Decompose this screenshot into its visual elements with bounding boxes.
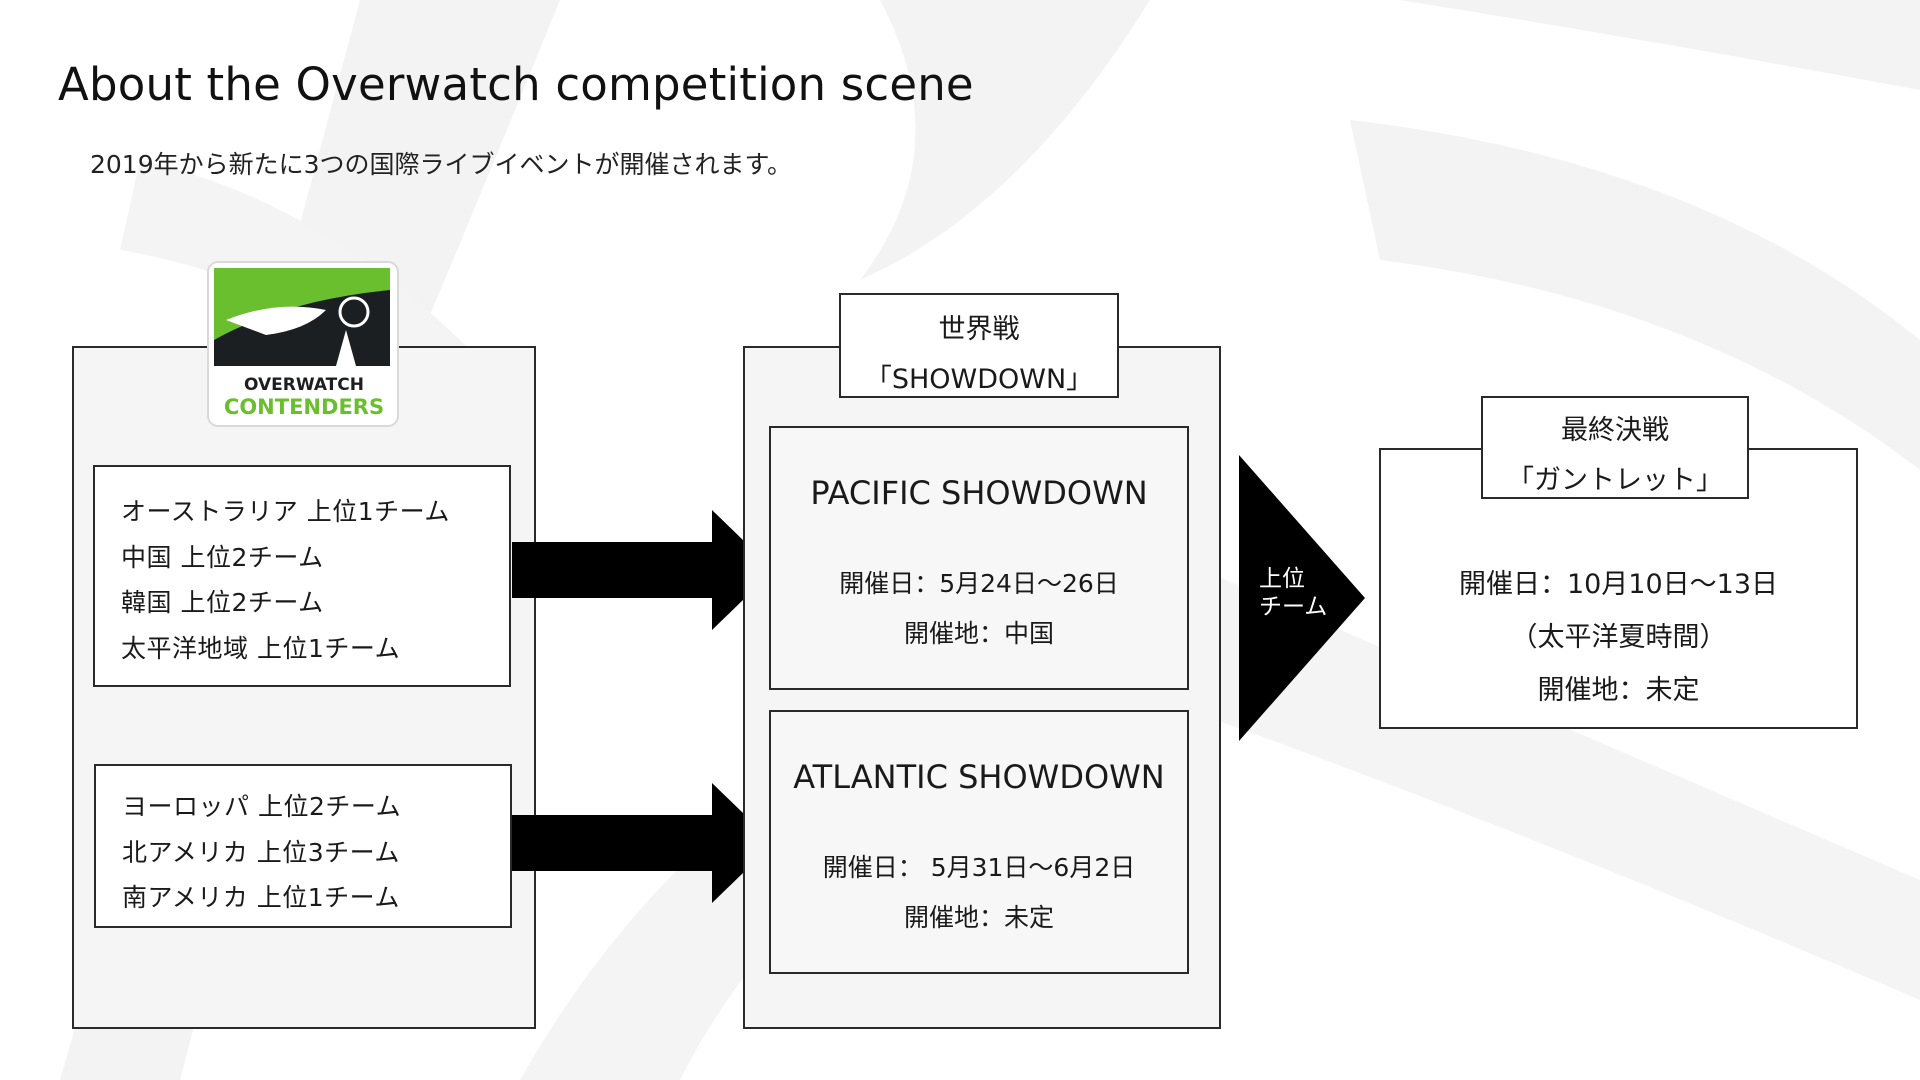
- region-list-b: ヨーロッパ 上位2チーム 北アメリカ 上位3チーム 南アメリカ 上位1チーム: [122, 784, 510, 921]
- list-item: ヨーロッパ 上位2チーム: [122, 792, 402, 821]
- showdown-header: 世界戦 「SHOWDOWN」: [839, 293, 1119, 398]
- list-item: 太平洋地域 上位1チーム: [121, 633, 401, 663]
- gauntlet-date: 開催日：10月10日～13日: [1458, 569, 1779, 600]
- arrow-right-icon: [512, 510, 774, 630]
- list-item: 中国 上位2チーム: [121, 542, 324, 572]
- atlantic-showdown-title: ATLANTIC SHOWDOWN: [793, 758, 1165, 796]
- atlantic-showdown-card: ATLANTIC SHOWDOWN 開催日： 5月31日～6月2日 開催地：未定: [769, 710, 1189, 974]
- logo-line2: CONTENDERS: [224, 395, 384, 419]
- list-item: 南アメリカ 上位1チーム: [122, 883, 400, 912]
- list-item: 韓国 上位2チーム: [121, 588, 324, 617]
- pacific-showdown-title: PACIFIC SHOWDOWN: [810, 474, 1148, 512]
- contenders-logo: OVERWATCH CONTENDERS: [206, 260, 402, 430]
- advance-label: 上位 チーム: [1259, 565, 1327, 621]
- gauntlet-header: 最終決戦 「ガントレット」: [1481, 396, 1749, 499]
- advance-arrow-icon: [1239, 455, 1365, 741]
- pacific-showdown-date: 開催日：5月24日～26日: [839, 569, 1119, 598]
- showdown-header-line2: 「SHOWDOWN」: [864, 364, 1094, 395]
- pacific-showdown-venue: 開催地：中国: [903, 619, 1054, 648]
- logo-line1: OVERWATCH: [244, 375, 364, 395]
- gauntlet-timezone: （太平洋夏時間）: [1510, 622, 1727, 653]
- list-item: オーストラリア 上位1チーム: [121, 497, 450, 526]
- overwatch-contenders-logo-icon: OVERWATCH CONTENDERS: [207, 261, 399, 427]
- showdown-header-line1: 世界戦: [938, 314, 1020, 345]
- page-subtitle: 2019年から新たに3つの国際ライブイベントが開催されます。: [90, 150, 793, 179]
- advance-label-line2: チーム: [1259, 594, 1328, 620]
- region-list-a: オーストラリア 上位1チーム 中国 上位2チーム 韓国 上位2チーム 太平洋地域…: [121, 489, 509, 671]
- pacific-showdown-card: PACIFIC SHOWDOWN 開催日：5月24日～26日 開催地：中国: [769, 426, 1189, 690]
- region-group-b: ヨーロッパ 上位2チーム 北アメリカ 上位3チーム 南アメリカ 上位1チーム: [94, 764, 512, 928]
- region-group-a: オーストラリア 上位1チーム 中国 上位2チーム 韓国 上位2チーム 太平洋地域…: [93, 465, 511, 687]
- atlantic-showdown-venue: 開催地：未定: [903, 903, 1054, 932]
- gauntlet-header-line1: 最終決戦: [1561, 415, 1669, 446]
- gauntlet-venue: 開催地：未定: [1537, 675, 1700, 706]
- atlantic-showdown-date: 開催日： 5月31日～6月2日: [822, 853, 1136, 882]
- arrow-right-icon: [512, 783, 774, 903]
- advance-label-line1: 上位: [1259, 566, 1305, 592]
- list-item: 北アメリカ 上位3チーム: [122, 837, 400, 867]
- gauntlet-header-line2: 「ガントレット」: [1507, 465, 1723, 496]
- page-title: About the Overwatch competition scene: [58, 58, 974, 111]
